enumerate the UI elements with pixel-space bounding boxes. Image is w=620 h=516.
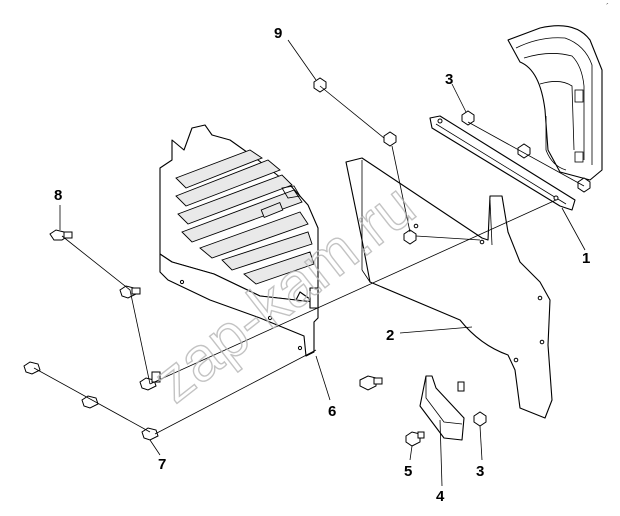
fender-body <box>507 25 603 181</box>
callout-9: 9 <box>274 25 282 42</box>
callout-5: 5 <box>404 463 412 480</box>
corner-mark: ´ <box>606 2 609 12</box>
callout-4: 4 <box>436 488 445 505</box>
callout-7: 7 <box>158 456 166 473</box>
part-1-mounting-strip <box>429 115 576 211</box>
callout-3-bottom: 3 <box>476 463 484 480</box>
callout-8: 8 <box>54 187 62 204</box>
callout-1: 1 <box>582 250 590 267</box>
callout-6: 6 <box>328 403 336 420</box>
leader-lines <box>59 39 586 487</box>
part-4-small-bracket <box>419 375 465 441</box>
callout-2: 2 <box>386 327 394 344</box>
part-6-front-shield <box>159 124 319 357</box>
part-2-mud-flap <box>345 157 553 419</box>
callout-3-top: 3 <box>445 71 453 88</box>
assembly-lines <box>33 85 585 435</box>
